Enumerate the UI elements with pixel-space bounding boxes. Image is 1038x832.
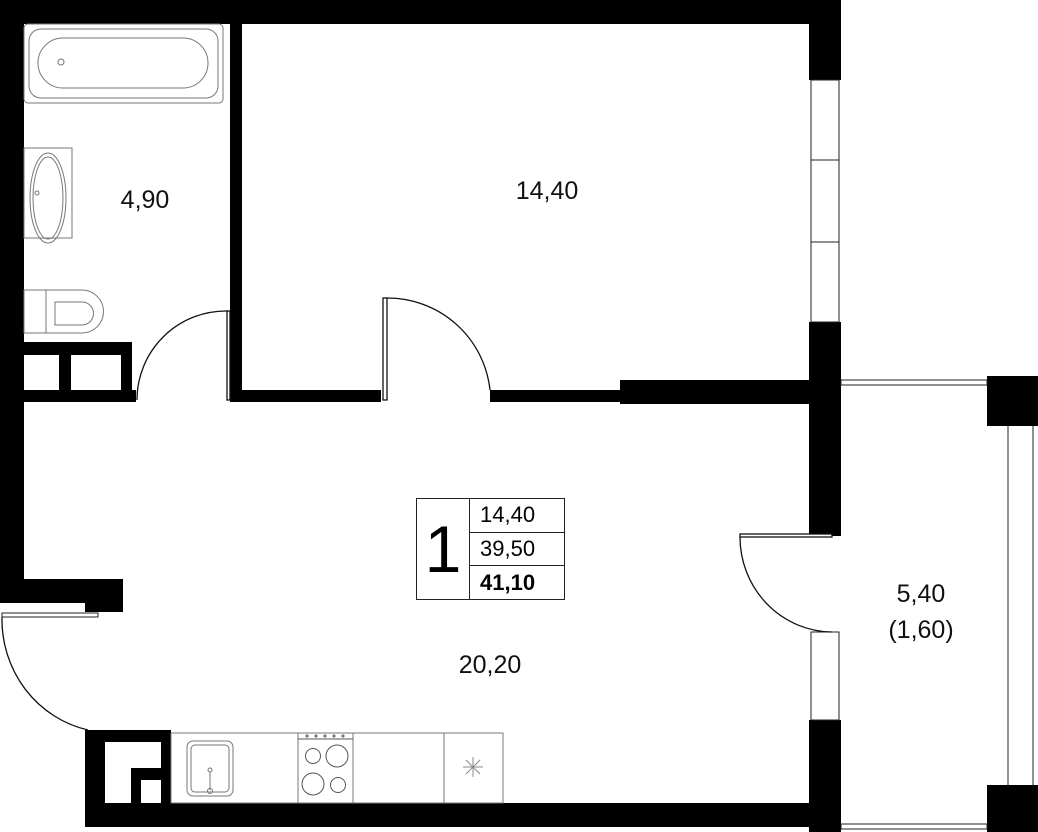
area-without-balcony: 39,50 bbox=[470, 533, 564, 567]
kitchen-living-area-label: 20,20 bbox=[458, 650, 522, 679]
bathroom-area-label: 4,90 bbox=[120, 185, 170, 214]
balcony-area-label: 5,40 (1,60) bbox=[888, 576, 953, 649]
bath-storage-cells bbox=[24, 355, 121, 390]
balcony-reduced-area: (1,60) bbox=[888, 616, 954, 644]
stove-icon bbox=[298, 734, 353, 796]
shaft bbox=[105, 742, 161, 803]
bathtub-icon bbox=[23, 23, 224, 104]
kitchen-sink-icon bbox=[186, 740, 234, 797]
windows bbox=[1, 79, 1034, 830]
living-area: 14,40 bbox=[470, 499, 564, 533]
bedroom-area-label: 14,40 bbox=[515, 176, 579, 205]
total-area: 41,10 bbox=[480, 569, 536, 595]
hood-vent-icon bbox=[463, 757, 483, 777]
apartment-summary: 1 14,40 39,50 41,10 bbox=[416, 498, 565, 600]
washbasin-icon bbox=[23, 147, 73, 244]
doors bbox=[1, 297, 833, 731]
toilet-icon bbox=[23, 289, 104, 334]
balcony-area: 5,40 bbox=[896, 579, 946, 608]
kitchen-counter bbox=[170, 732, 504, 804]
room-count: 1 bbox=[417, 499, 470, 599]
